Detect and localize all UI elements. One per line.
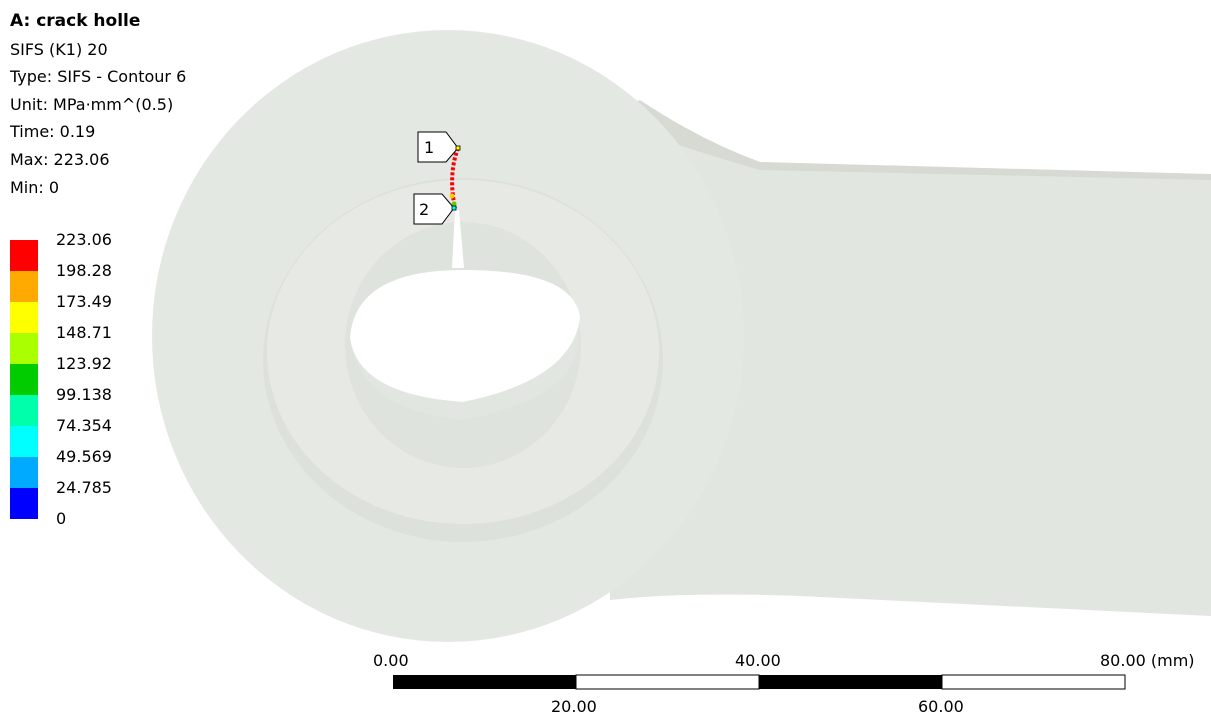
crack: [452, 210, 464, 268]
probe-2-label[interactable]: 2: [419, 200, 430, 219]
bore-hole: [350, 270, 580, 402]
legend-value: 173.49: [56, 292, 112, 311]
legend-value: 123.92: [56, 354, 112, 373]
legend-swatch: [10, 395, 38, 426]
scale-seg-3: [759, 675, 942, 689]
crack-front-yellow: [449, 193, 455, 199]
legend-swatch: [10, 457, 38, 488]
legend-swatch: [10, 426, 38, 457]
legend-value: 74.354: [56, 416, 112, 435]
bore-wall: [350, 318, 580, 420]
probe-2-callout: [413, 193, 455, 225]
result-info: A: crack holle SIFS (K1) 20 Type: SIFS -…: [10, 8, 186, 201]
probe-1-callout: [417, 131, 459, 163]
legend-swatch: [10, 302, 38, 333]
result-min: Min: 0: [10, 177, 60, 197]
legend-value: 24.785: [56, 478, 112, 497]
result-unit: Unit: MPa·mm^(0.5): [10, 94, 174, 114]
result-title: A: crack holle: [10, 11, 141, 31]
legend-swatch: [10, 271, 38, 302]
legend-value: 49.569: [56, 447, 112, 466]
link-arm-edge: [600, 100, 1211, 180]
scale-label: 60.00: [918, 697, 964, 716]
probe-1-label[interactable]: 1: [424, 138, 435, 157]
legend-value: 223.06: [56, 230, 112, 249]
link-arm: [600, 118, 1211, 616]
scale-label: 40.00: [735, 651, 781, 670]
probe-2-marker: [451, 205, 457, 211]
legend-swatch: [10, 333, 38, 364]
legend-swatch: [10, 488, 38, 519]
result-time: Time: 0.19: [10, 122, 96, 142]
crack-front-green: [451, 201, 457, 207]
scale-label: 20.00: [551, 697, 597, 716]
result-type: Type: SIFS - Contour 6: [10, 67, 187, 87]
legend-swatch: [10, 364, 38, 395]
legend-value: 99.138: [56, 385, 112, 404]
probe-1-marker: [455, 145, 461, 151]
scale-label: 80.00 (mm): [1100, 651, 1195, 670]
legend-value: 0: [56, 509, 67, 528]
scale-seg-2: [575, 674, 760, 690]
legend-value: 198.28: [56, 261, 112, 280]
result-name: SIFS (K1) 20: [10, 39, 108, 59]
result-max: Max: 223.06: [10, 149, 110, 169]
scale-label: 0.00: [373, 651, 409, 670]
scale-seg-4: [941, 674, 1126, 690]
legend-swatch: [10, 240, 38, 271]
legend-value: 148.71: [56, 323, 112, 342]
scale-seg-1: [393, 675, 576, 689]
